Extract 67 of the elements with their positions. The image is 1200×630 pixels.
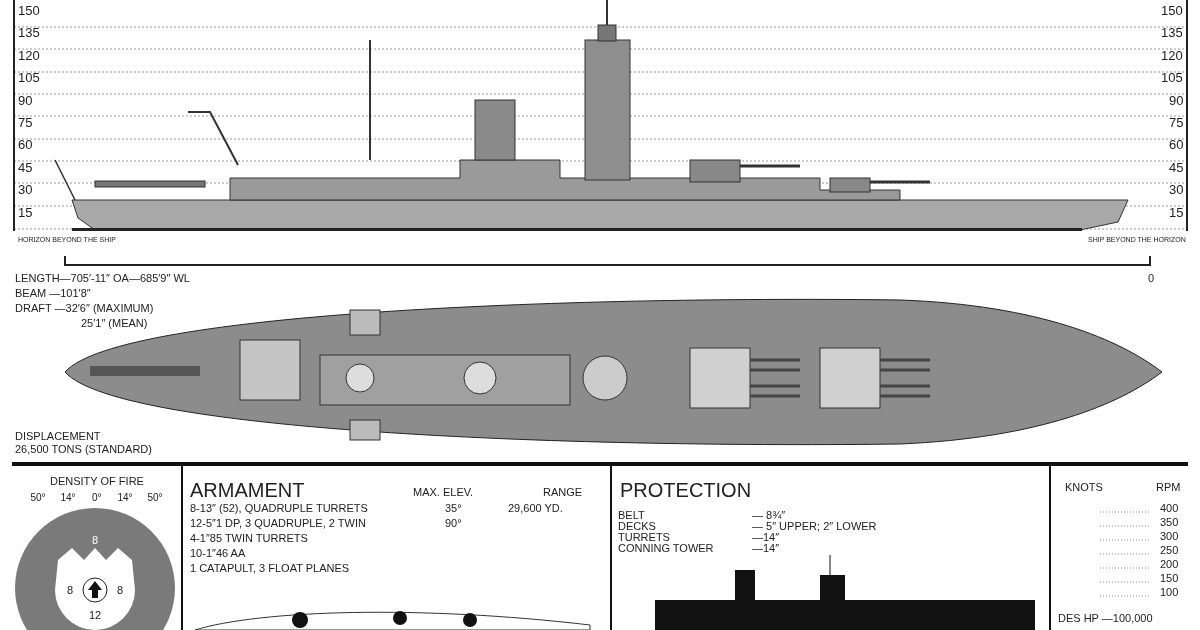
scale-number: 75 bbox=[1169, 116, 1184, 129]
column-heading: KNOTS bbox=[1065, 482, 1103, 493]
spec-text: DISPLACEMENT bbox=[15, 431, 101, 442]
table-cell: —14″ bbox=[752, 532, 780, 543]
scale-number: 45 bbox=[1169, 160, 1184, 174]
scale-number: 120 bbox=[1161, 48, 1183, 62]
scale-number: 135 bbox=[18, 26, 40, 40]
section-heading: ARMAMENT bbox=[190, 480, 305, 500]
angle-label: 0° bbox=[92, 493, 102, 503]
fire-density-number: 8 bbox=[117, 585, 124, 596]
table-cell: — 8¾″ bbox=[752, 510, 786, 521]
section-heading: DENSITY OF FIRE bbox=[50, 476, 144, 487]
rpm-value: 300 bbox=[1160, 531, 1179, 542]
table-cell: 10-1″46 AA bbox=[190, 548, 246, 559]
table-cell: 29,600 YD. bbox=[508, 503, 563, 514]
fire-density-number: 8 bbox=[67, 585, 74, 596]
angle-label: 14° bbox=[117, 493, 133, 503]
table-cell: 35° bbox=[445, 503, 462, 514]
spec-text: DRAFT —32′6″ (MAXIMUM) bbox=[15, 303, 154, 314]
table-cell: —14″ bbox=[752, 543, 780, 554]
scale-zero: 0 bbox=[1148, 273, 1155, 284]
spec-text: DES HP —100,000 bbox=[1058, 613, 1153, 624]
scale-number: 60 bbox=[1169, 138, 1184, 152]
scale-number: 30 bbox=[1169, 183, 1184, 197]
scale-number: 45 bbox=[18, 160, 33, 174]
scale-number: 15 bbox=[18, 205, 33, 219]
spec-text: BEAM —101′8″ bbox=[15, 288, 91, 299]
table-cell: BELT bbox=[618, 510, 645, 521]
table-cell: 8-13″ (52), QUADRUPLE TURRETS bbox=[190, 503, 368, 514]
fire-density-number: 8 bbox=[92, 535, 99, 546]
scale-number: 60 bbox=[18, 138, 33, 152]
table-cell: 1 CATAPULT, 3 FLOAT PLANES bbox=[190, 563, 350, 574]
column-heading: MAX. ELEV. bbox=[413, 487, 474, 498]
scale-number: 120 bbox=[18, 48, 40, 62]
table-cell: TURRETS bbox=[618, 532, 670, 543]
table-cell: DECKS bbox=[618, 521, 656, 532]
scale-number: 150 bbox=[1161, 4, 1183, 17]
angle-label: 50° bbox=[30, 493, 46, 503]
angle-label: 50° bbox=[147, 493, 163, 503]
fire-density-number: 12 bbox=[89, 610, 102, 621]
scale-number: 105 bbox=[1161, 71, 1183, 85]
rpm-value: 400 bbox=[1160, 503, 1179, 514]
scale-number: 150 bbox=[18, 4, 40, 17]
rpm-value: 150 bbox=[1160, 573, 1179, 584]
table-cell: 90° bbox=[445, 518, 462, 529]
scale-number: 135 bbox=[1161, 26, 1183, 40]
rpm-value: 250 bbox=[1160, 545, 1179, 556]
spec-text: 26,500 TONS (STANDARD) bbox=[15, 444, 152, 455]
scale-number: 105 bbox=[18, 71, 40, 85]
scale-number: 75 bbox=[18, 116, 33, 129]
scale-number: 30 bbox=[18, 183, 33, 197]
scale-number: 15 bbox=[1169, 205, 1184, 219]
rpm-value: 200 bbox=[1160, 559, 1179, 570]
spec-text: 25′1″ (MEAN) bbox=[81, 318, 148, 329]
column-heading: RANGE bbox=[543, 487, 583, 498]
table-cell: CONNING TOWER bbox=[618, 543, 714, 554]
column-heading: RPM bbox=[1156, 482, 1181, 493]
table-cell: — 5″ UPPER; 2″ LOWER bbox=[752, 521, 877, 532]
section-heading: PROTECTION bbox=[620, 480, 752, 500]
rpm-value: 350 bbox=[1160, 517, 1179, 528]
spec-text: LENGTH—705′-11″ OA—685′9″ WL bbox=[15, 273, 190, 284]
angle-label: 14° bbox=[60, 493, 76, 503]
table-cell: 12-5″1 DP, 3 QUADRUPLE, 2 TWIN bbox=[190, 518, 366, 529]
scale-number: 90 bbox=[18, 93, 33, 107]
table-cell: 4-1″85 TWIN TURRETS bbox=[190, 533, 308, 544]
scale-number: 90 bbox=[1169, 93, 1184, 107]
rpm-value: 100 bbox=[1160, 587, 1179, 598]
